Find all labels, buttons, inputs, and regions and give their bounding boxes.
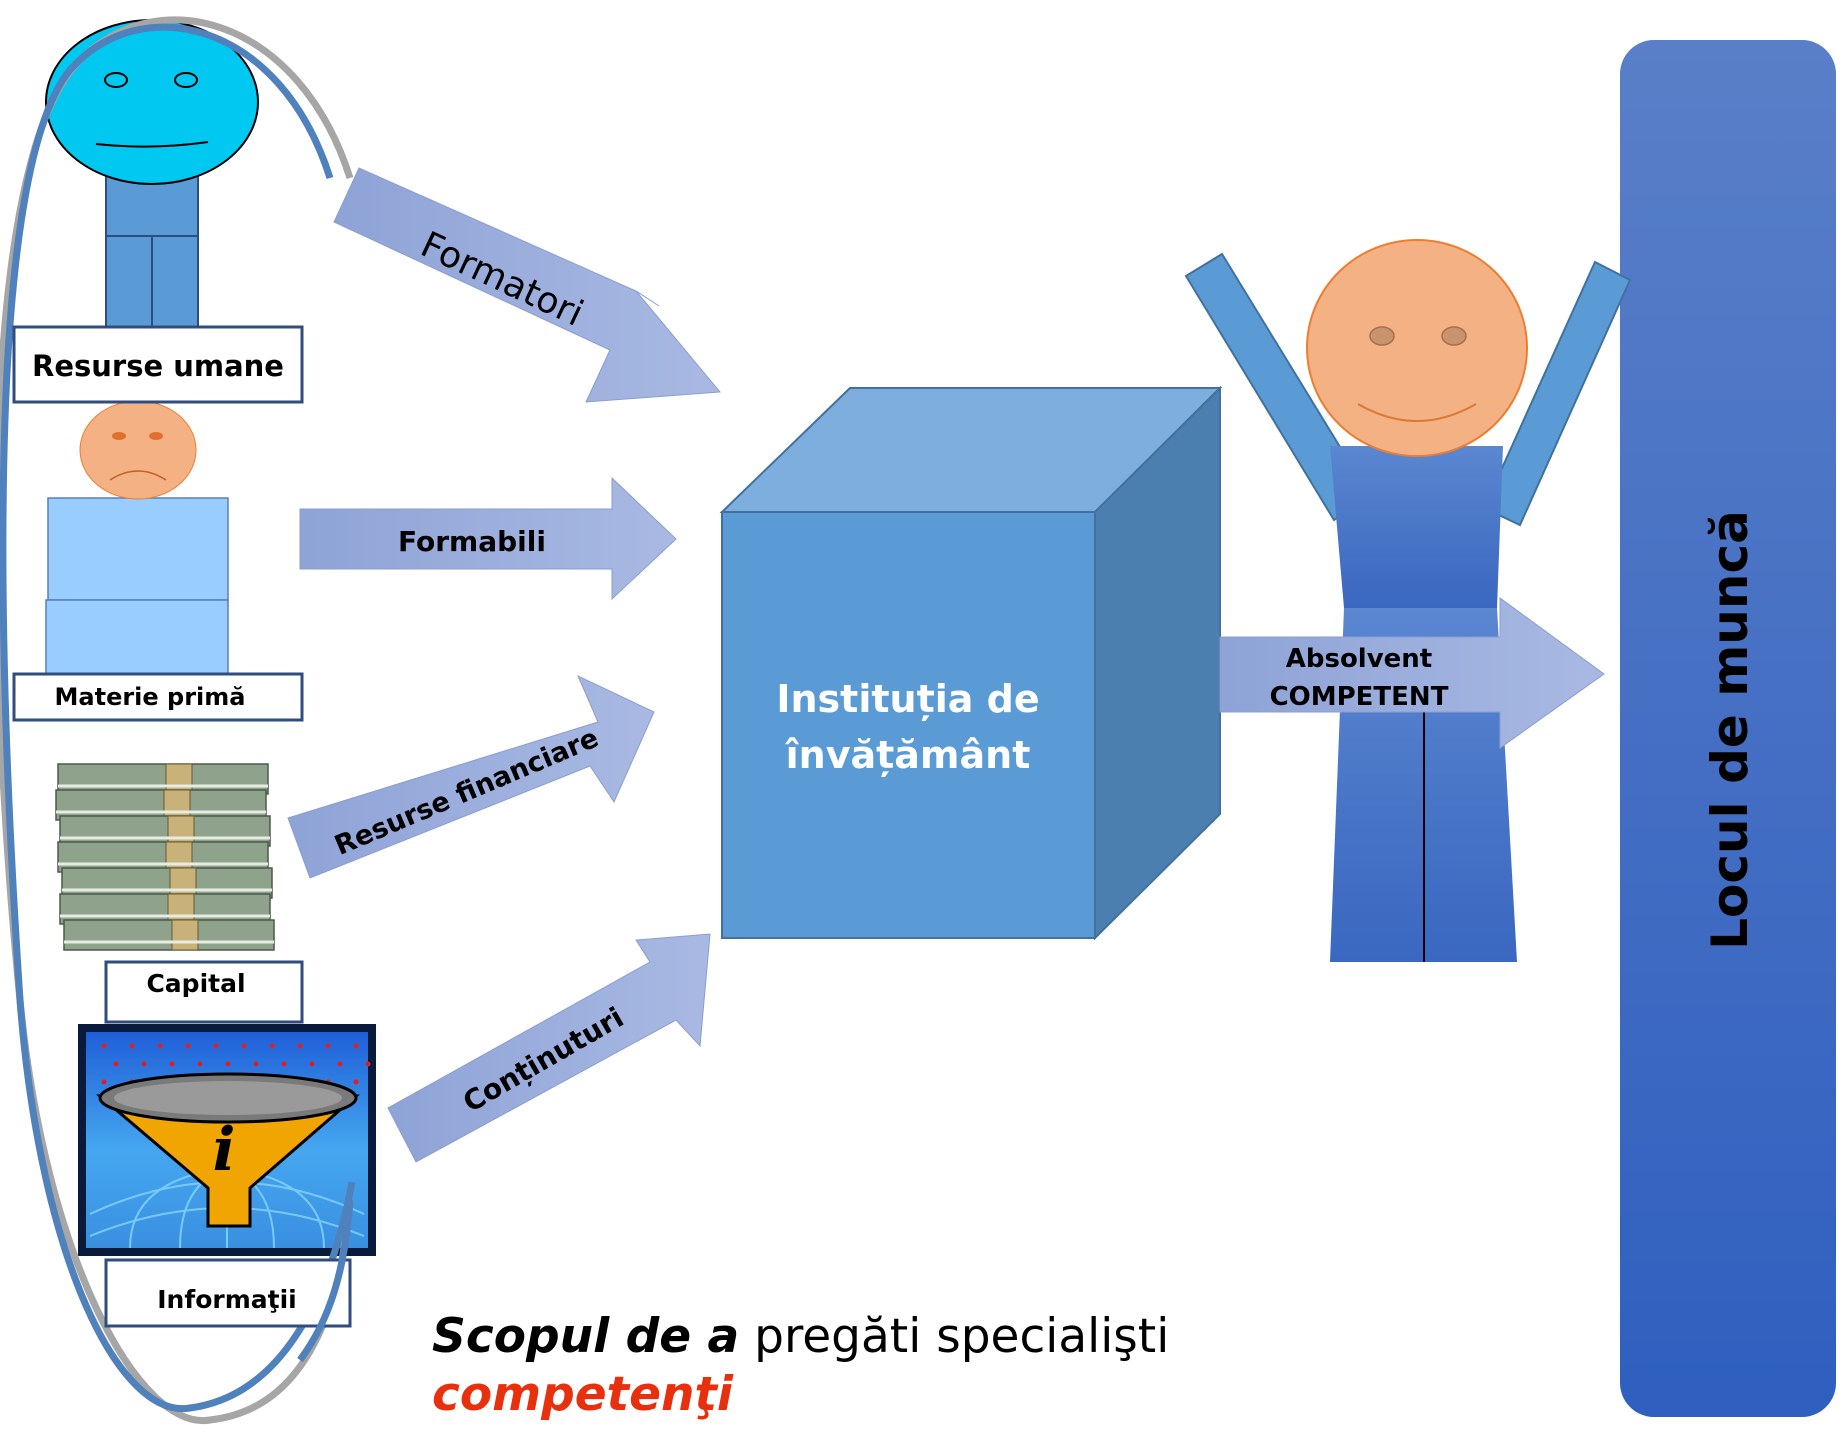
arrow-trainees: Formabili — [299, 476, 677, 601]
tagline-part1: Scopul de a — [432, 1309, 740, 1364]
arrow-contents: Conținuturi — [387, 933, 711, 1163]
institution-label-line2: învățământ — [785, 733, 1031, 777]
arrow-financial: Resurse financiare — [287, 674, 655, 879]
raw-material-face — [79, 400, 197, 500]
trainees-label: Formabili — [398, 525, 546, 558]
institution-cube: Instituția de învățământ — [719, 385, 1223, 941]
resources-enclosure — [0, 16, 356, 1425]
capital-box: Capital — [104, 960, 304, 1024]
capital-label: Capital — [146, 969, 245, 998]
graduate-label-line2: COMPETENT — [1270, 682, 1449, 712]
information-label: Informaţii — [157, 1285, 297, 1314]
graduate-face — [1306, 239, 1528, 457]
graduate-label-line1: Absolvent — [1286, 644, 1433, 674]
arrow-graduate: Absolvent COMPETENT — [1219, 597, 1605, 749]
raw-material-figure — [45, 400, 229, 677]
raw-material-label: Materie primă — [55, 683, 246, 711]
information-funnel-image: i — [78, 1024, 376, 1256]
resources-enclosure-front — [297, 1199, 354, 1363]
raw-material-box: Materie primă — [12, 672, 304, 722]
arrow-trainers: Formatori — [333, 167, 722, 403]
tagline: Scopul de a pregăti specialişti competen… — [432, 1308, 1332, 1424]
human-resources-box: Resurse umane — [12, 325, 304, 404]
tagline-part3: competenţi — [432, 1367, 734, 1422]
institution-label-line1: Instituția de — [776, 677, 1039, 721]
svg-text:i: i — [213, 1115, 236, 1185]
workplace-bar: Locul de muncă — [1620, 40, 1836, 1417]
tagline-part2: pregăti specialişti — [739, 1309, 1170, 1364]
graduate-figure — [1184, 239, 1632, 962]
human-resources-figure — [45, 19, 259, 331]
human-resources-label: Resurse umane — [32, 349, 284, 383]
money-stack-image — [50, 752, 280, 958]
workplace-label: Locul de muncă — [1701, 510, 1759, 950]
information-box: Informaţii — [104, 1258, 352, 1328]
